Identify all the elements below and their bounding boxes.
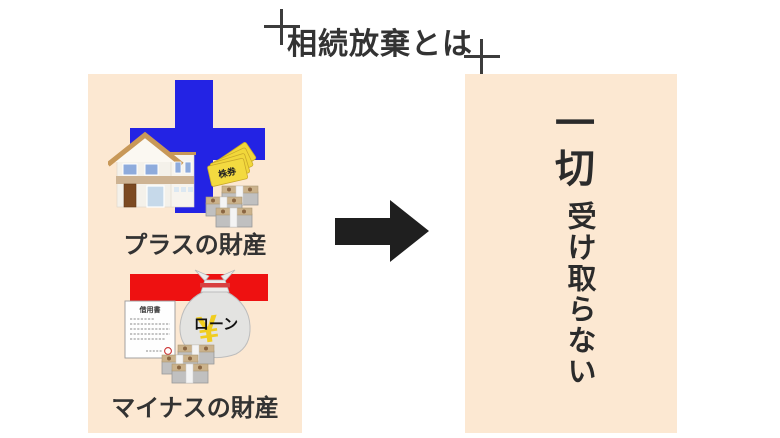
minus-assets-illustration: ¥ ローン 借用書 xyxy=(124,269,268,384)
plus-assets-label: プラスの財産 xyxy=(123,232,267,259)
result-primary-text: 一切 xyxy=(549,102,593,192)
stock-certificates-icon: 株券 xyxy=(207,142,257,187)
plus-assets-illustration: 株券 xyxy=(108,80,265,228)
money-stacks-icon xyxy=(205,185,259,228)
result-panel: 一切 受け取らない xyxy=(465,74,677,433)
iou-document-title: 借用書 xyxy=(139,305,161,314)
page-title: 相続放棄とは xyxy=(287,28,473,61)
result-secondary-text: 受け取らない xyxy=(563,201,595,387)
crop-mark-top-left-icon xyxy=(264,9,300,45)
arrow-right-icon xyxy=(335,200,429,262)
result-text: 一切 受け取らない xyxy=(542,92,600,387)
money-stacks-icon xyxy=(161,344,215,384)
loan-bag-label: ローン xyxy=(194,316,238,333)
stock-certificate-label: 株券 xyxy=(217,165,238,180)
crop-mark-bottom-right-icon xyxy=(464,39,500,75)
minus-assets-label: マイナスの財産 xyxy=(111,395,279,422)
loan-bag-icon: ¥ ローン xyxy=(179,269,251,359)
iou-document-icon: 借用書 xyxy=(124,300,176,359)
house-icon xyxy=(108,131,196,208)
assets-panel: 株券 xyxy=(88,74,302,433)
